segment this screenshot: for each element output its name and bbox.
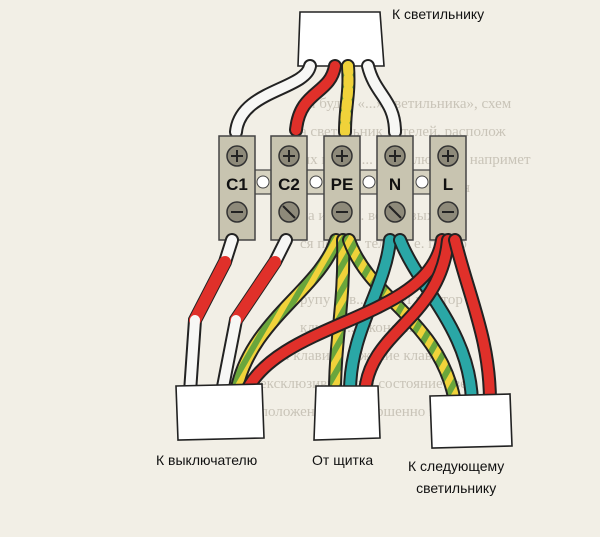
terminal-pe <box>323 135 361 241</box>
top-wires <box>229 59 402 139</box>
terminal-labels: C1 C2 PE N L <box>226 175 453 194</box>
terminal-label: N <box>389 175 401 194</box>
label-to-light: К светильнику <box>392 6 485 22</box>
terminal-label: PE <box>331 175 354 194</box>
terminals <box>218 135 467 241</box>
terminal-c1 <box>218 135 256 241</box>
terminal-label: C1 <box>226 175 248 194</box>
bottom-wires <box>183 233 497 409</box>
label-to-next-light-line2: светильнику <box>416 480 497 496</box>
terminal-c2 <box>270 135 308 241</box>
label-from-panel: От щитка <box>312 452 374 468</box>
terminal-label: L <box>443 175 453 194</box>
terminal-label: C2 <box>278 175 300 194</box>
panel-junction-box <box>313 385 381 441</box>
next-light-junction-box <box>429 393 513 449</box>
terminal-n <box>376 135 414 241</box>
label-to-next-light: К следующему светильнику <box>408 458 504 496</box>
light-junction-box <box>297 11 385 67</box>
label-to-switch: К выключателю <box>156 452 258 468</box>
switch-junction-box <box>175 383 265 441</box>
label-to-next-light-line1: К следующему <box>408 458 505 474</box>
